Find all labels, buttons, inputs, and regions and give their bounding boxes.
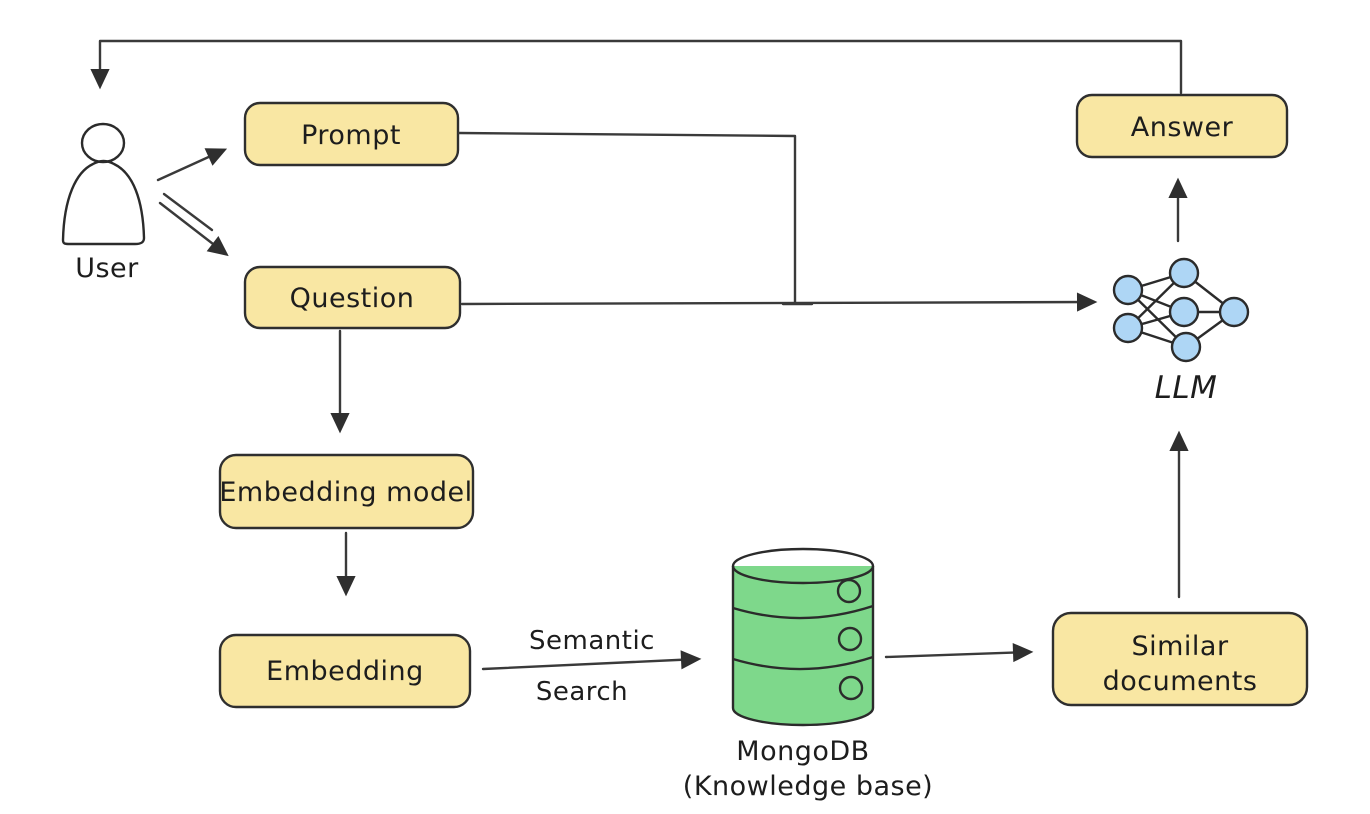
llm-node xyxy=(1112,312,1144,344)
node-similar-documents xyxy=(1051,611,1309,707)
llm-label: LLM xyxy=(1155,370,1218,406)
sketch-stroke xyxy=(162,192,214,232)
user-body xyxy=(61,159,146,246)
edge-user-to-question xyxy=(158,201,229,257)
llm-node xyxy=(1170,331,1202,363)
edge-user-to-prompt xyxy=(156,148,228,182)
user-icon xyxy=(61,122,146,246)
node-prompt xyxy=(243,101,460,167)
question-label: Question xyxy=(290,283,415,314)
semantic-search-label-line1: Semantic xyxy=(529,626,655,656)
similar-documents-label-line2: documents xyxy=(1103,666,1258,697)
db-dot-3 xyxy=(838,675,864,701)
db-band-2 xyxy=(732,655,874,671)
mongodb-label: MongoDB xyxy=(736,736,869,767)
db-dot-2 xyxy=(837,626,863,652)
edge-prompt-join xyxy=(457,131,797,304)
mongodb-sublabel: (Knowledge base) xyxy=(683,771,933,802)
similar-documents-label-line1: Similar xyxy=(1131,631,1228,662)
db-top xyxy=(731,547,875,585)
llm-node xyxy=(1168,296,1200,328)
edge-embedding-to-mongodb xyxy=(481,650,702,671)
llm-node xyxy=(1112,274,1144,306)
mongodb-database-icon xyxy=(731,547,875,727)
node-embedding-model xyxy=(218,453,475,530)
edge-mongodb-to-similar-documents xyxy=(884,642,1034,663)
llm-node xyxy=(1168,257,1200,289)
semantic-search-label-line2: Search xyxy=(536,677,628,707)
user-head xyxy=(80,122,126,164)
node-question xyxy=(243,265,462,330)
edge-question-to-llm xyxy=(460,292,1098,312)
embedding-model-label: Embedding model xyxy=(219,477,472,508)
node-answer xyxy=(1075,93,1289,159)
node-embedding xyxy=(218,633,472,709)
llm-neural-network-icon xyxy=(1112,257,1250,363)
answer-label: Answer xyxy=(1131,112,1234,143)
llm-node xyxy=(1218,296,1250,328)
user-label: User xyxy=(75,253,139,284)
db-dot-1 xyxy=(836,578,862,604)
embedding-label: Embedding xyxy=(266,656,424,687)
edge-answer-to-user xyxy=(90,39,1183,95)
prompt-label: Prompt xyxy=(301,120,401,151)
db-band-1 xyxy=(732,604,874,620)
